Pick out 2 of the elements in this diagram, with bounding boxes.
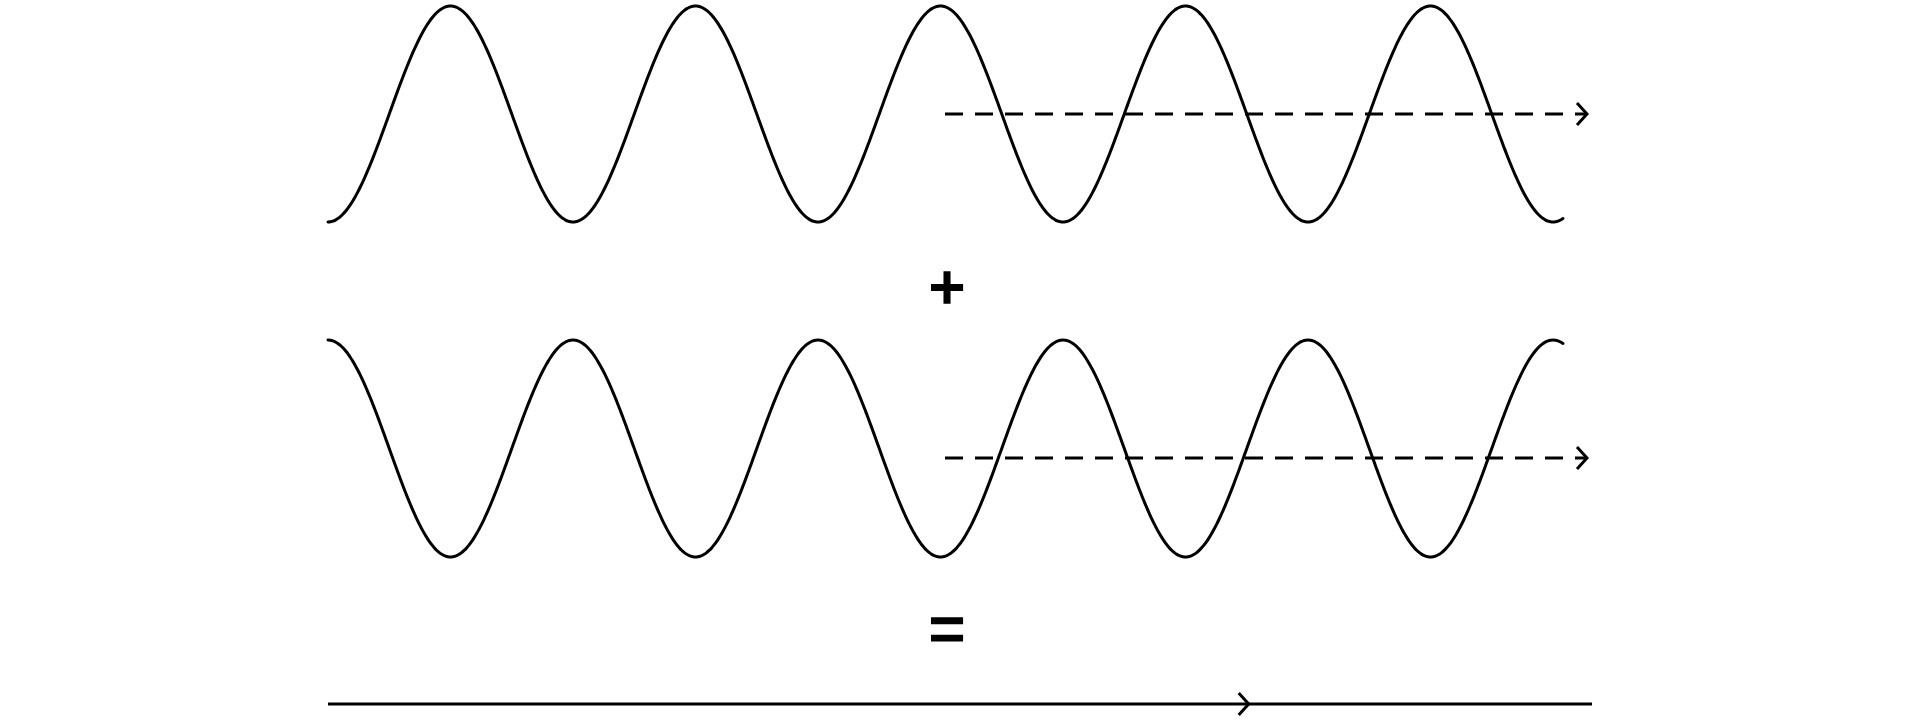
operator-sign: + [931,271,964,304]
operator-sign: = [930,617,964,642]
